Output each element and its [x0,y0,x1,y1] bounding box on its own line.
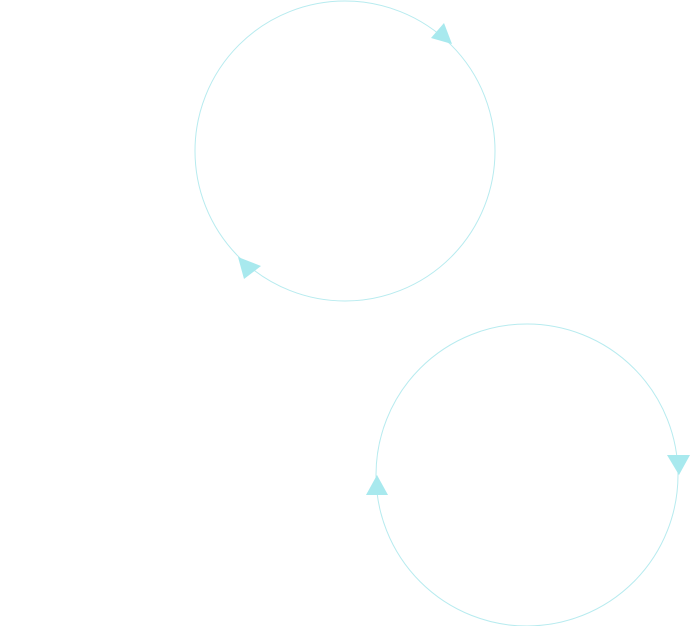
top-cycle-arrowhead-icon [238,257,261,279]
bottom-cycle-arrowhead-icon [667,455,690,475]
bottom-cycle [366,323,690,626]
bottom-cycle-arrowhead-icon [366,475,388,495]
top-cycle-arrowhead-icon [431,23,452,44]
top-cycle-ring [194,0,496,302]
bottom-cycle-ring [375,323,679,626]
top-cycle [194,0,496,302]
